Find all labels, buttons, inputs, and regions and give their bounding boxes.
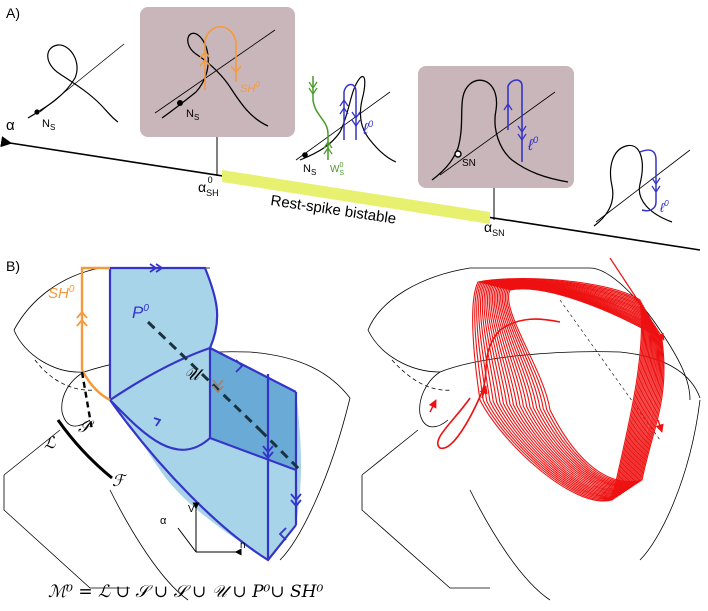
snapshot-2: NS SH0 — [140, 7, 295, 160]
red-trajectory — [428, 278, 665, 502]
manifold-right — [361, 257, 701, 601]
alpha-axis-label: α — [6, 117, 15, 134]
red-loop — [501, 286, 661, 486]
red-loop — [500, 286, 660, 487]
sh0-label-a: SH0 — [240, 80, 260, 95]
red-loop — [498, 285, 659, 488]
alpha-sh-label: αSH0 — [198, 175, 219, 198]
snapshot-4: SN ℓ0 — [418, 66, 574, 198]
ns-label-1: NS — [42, 118, 55, 132]
axis-alpha-label: α — [160, 515, 167, 527]
snapshot-1: NS — [27, 43, 125, 132]
axes-indicator: V α n — [160, 502, 246, 556]
ell-label-3: ℓ0 — [362, 119, 373, 138]
sh0-orbit — [80, 266, 111, 402]
red-arrow-head — [428, 399, 437, 413]
l-manifold — [56, 419, 113, 480]
ns-label-3: NS — [303, 163, 316, 177]
u-label: 𝒰 — [184, 365, 204, 385]
l-label: ℒ — [44, 433, 56, 452]
ns-label-2: NS — [186, 108, 199, 122]
snapshot-4-box — [418, 66, 574, 188]
red-arrow-head — [479, 385, 488, 399]
p0-dark-band — [210, 348, 296, 470]
red-direction-arrow — [609, 257, 665, 341]
axis-v-label: V — [188, 504, 195, 515]
panel-b-label: B) — [6, 258, 20, 274]
bistable-band — [222, 170, 490, 224]
axis-n-label: n — [240, 540, 246, 551]
sn-point-label: SN — [462, 158, 476, 169]
alpha-sn-label: αSN — [484, 219, 505, 238]
red-arrow-head — [655, 419, 664, 433]
f-label: ℱ — [112, 471, 128, 490]
ell-label-4: ℓ0 — [527, 135, 538, 154]
p0-sheet — [110, 268, 302, 560]
p0-label: P0 — [132, 303, 149, 322]
ell-label-5: ℓ0 — [660, 199, 669, 215]
formula: ℳ⁰ = ℒ ∪ 𝒮 ∪ 𝒮 ∪ 𝒰 ∪ P⁰∪ SH⁰ — [48, 582, 323, 602]
sh0-label-b: SH0 — [48, 284, 75, 302]
panel-a-label: A) — [6, 5, 20, 21]
manifold-left: SH0 𝒰 𝒮 ℒ ℱ P0 V α n — [3, 263, 351, 601]
u-manifold — [146, 320, 302, 472]
snapshot-5: ℓ0 — [593, 144, 691, 227]
